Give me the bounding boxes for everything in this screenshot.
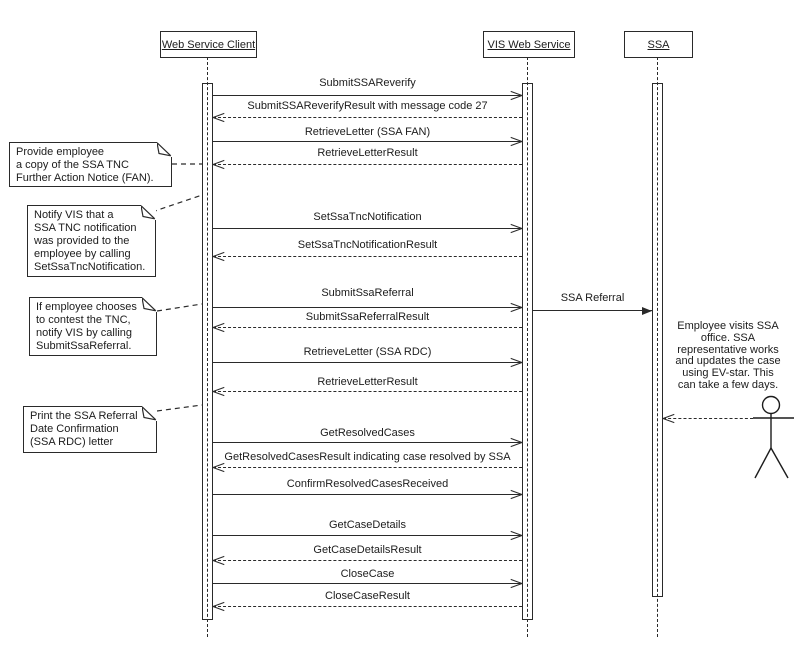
note-text: If employee chooses to contest the TNC, … (36, 301, 137, 352)
message-label: RetrieveLetterResult (317, 376, 418, 388)
note-connector (156, 303, 203, 312)
message-label: RetrieveLetter (SSA FAN) (304, 126, 431, 138)
message-label: GetResolvedCases (320, 427, 415, 439)
employee-annotation: Employee visits SSA office. SSA represen… (675, 320, 781, 391)
message-label: SubmitSsaReferralResult (305, 311, 430, 323)
message-arrow (213, 141, 522, 142)
activation-ssa (652, 83, 663, 597)
lifeline-ssa (657, 57, 658, 637)
note-print-rdc: Print the SSA Referral Date Confirmation… (23, 405, 158, 453)
message-label: RetrieveLetterResult (317, 147, 418, 159)
message-arrow (213, 95, 522, 96)
message-arrow (213, 494, 522, 495)
employee-to-ssa-arrow (663, 418, 753, 419)
message-label: SetSsaTncNotificationResult (297, 239, 438, 251)
ssa-referral-label: SSA Referral (560, 292, 625, 304)
activation-vis-web-service (522, 83, 533, 620)
message-arrow (213, 583, 522, 584)
note-notify-vis: Notify VIS that a SSA TNC notification w… (27, 204, 157, 277)
message-arrow (213, 256, 522, 257)
message-arrow (213, 442, 522, 443)
note-text: Notify VIS that a SSA TNC notification w… (34, 209, 146, 273)
note-fold-icon (142, 405, 158, 421)
actor-icon (753, 395, 794, 479)
note-fold-icon (157, 141, 173, 157)
message-arrow (213, 307, 522, 308)
activation-web-service-client (202, 83, 213, 620)
note-fold-icon (141, 204, 157, 220)
note-connector (156, 404, 203, 412)
message-label: CloseCase (340, 568, 395, 580)
note-provide-fan: Provide employee a copy of the SSA TNC F… (9, 141, 173, 187)
message-label: GetCaseDetails (328, 519, 407, 531)
message-label: SubmitSsaReferral (321, 287, 414, 299)
participant-vis-web-service: VIS Web Service (483, 31, 575, 58)
message-label: GetResolvedCasesResult indicating case r… (224, 451, 511, 463)
participant-label: VIS Web Service (487, 38, 571, 51)
message-arrow (213, 117, 522, 118)
message-arrow (213, 391, 522, 392)
participant-label: SSA (647, 38, 670, 51)
message-arrow (213, 164, 522, 165)
message-arrow (213, 606, 522, 607)
participant-web-service-client: Web Service Client (160, 31, 257, 58)
message-arrow (213, 535, 522, 536)
arrowhead-filled-icon (642, 307, 652, 315)
note-text: Print the SSA Referral Date Confirmation… (30, 410, 138, 448)
message-arrow (213, 467, 522, 468)
note-fold-icon (142, 296, 158, 312)
note-contest-tnc: If employee chooses to contest the TNC, … (29, 296, 158, 356)
message-label: CloseCaseResult (325, 590, 410, 602)
message-label: RetrieveLetter (SSA RDC) (303, 346, 432, 358)
message-arrow (213, 327, 522, 328)
note-text: Provide employee a copy of the SSA TNC F… (16, 146, 154, 184)
message-label: GetCaseDetailsResult (313, 544, 422, 556)
message-arrow (213, 362, 522, 363)
participant-label: Web Service Client (161, 38, 256, 51)
note-connector (151, 194, 203, 213)
message-label: SetSsaTncNotification (313, 211, 422, 223)
lifeline-vis-web-service (527, 57, 528, 637)
message-label: SubmitSSAReverify (319, 77, 416, 89)
message-label: SubmitSSAReverifyResult with message cod… (247, 100, 488, 112)
lifeline-web-service-client (207, 57, 208, 637)
message-arrow (213, 560, 522, 561)
message-arrow (213, 228, 522, 229)
participant-ssa: SSA (624, 31, 693, 58)
message-label: ConfirmResolvedCasesReceived (286, 478, 449, 490)
ssa-referral-arrow (533, 307, 652, 315)
